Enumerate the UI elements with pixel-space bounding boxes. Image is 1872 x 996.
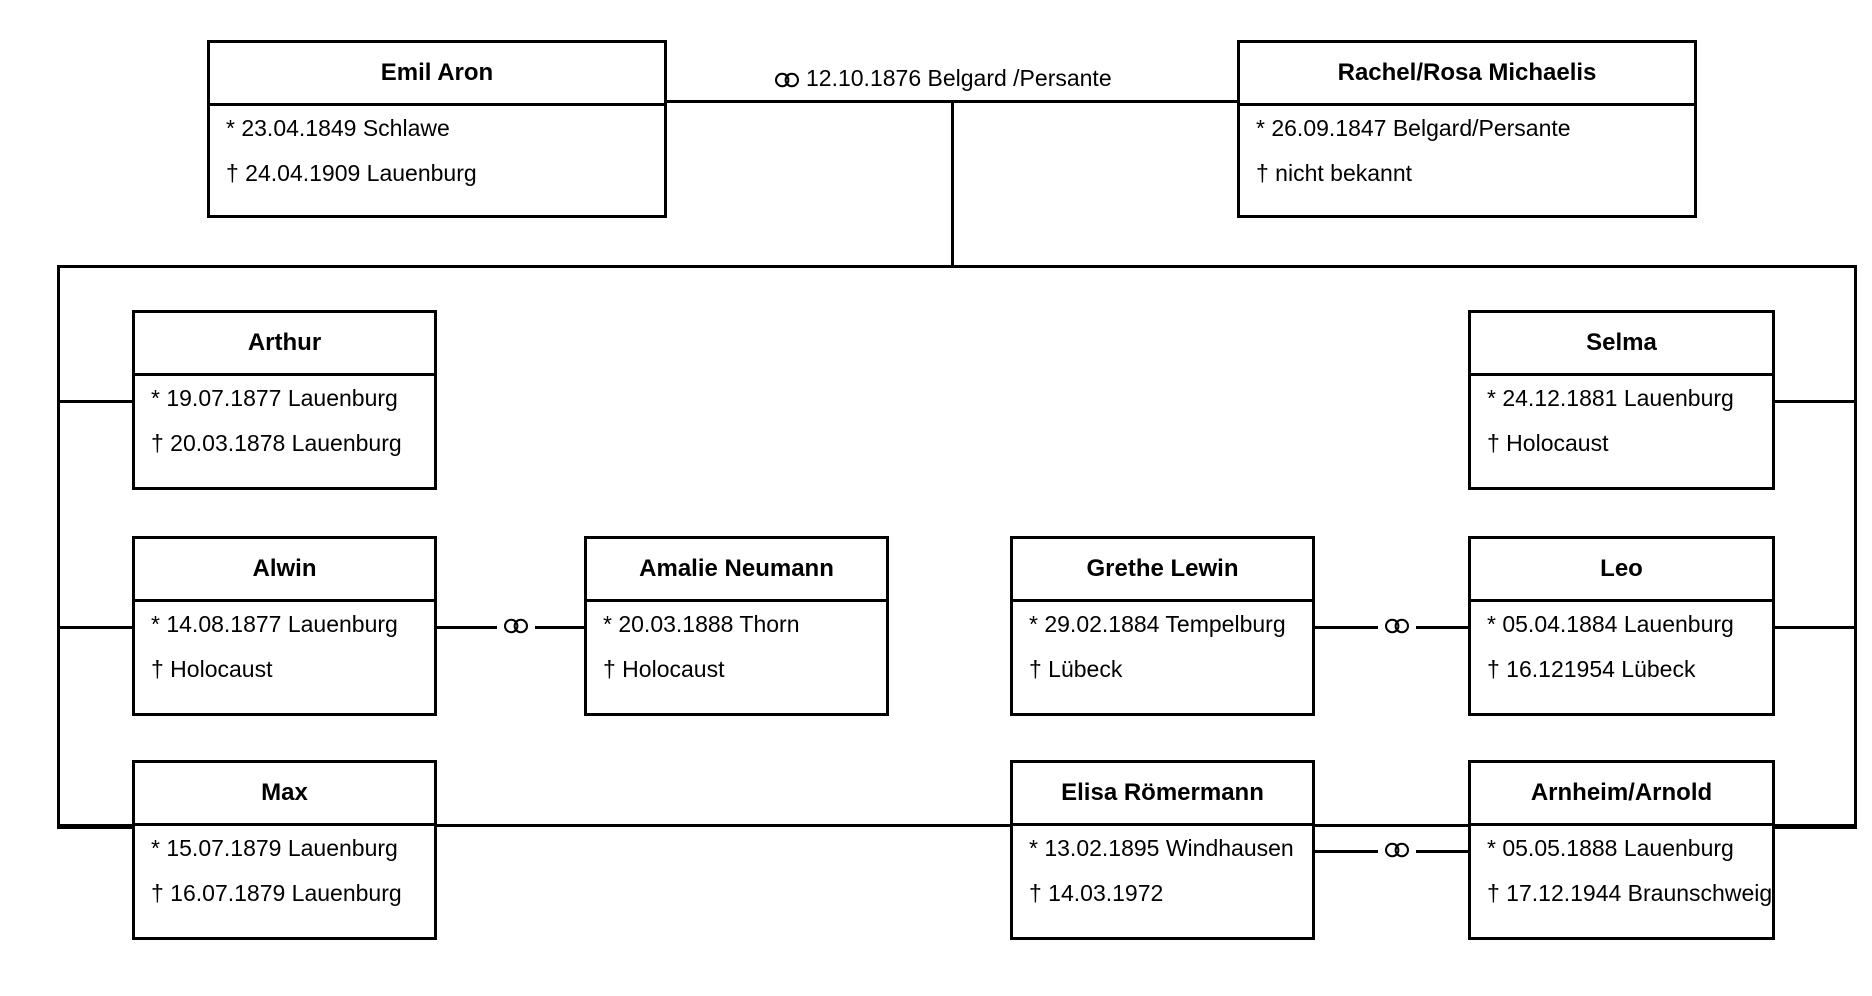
marriage-text-gen1: 12.10.1876 Belgard /Persante [806, 65, 1112, 91]
person-box-max[interactable]: Max * 15.07.1879 Lauenburg † 16.07.1879 … [132, 760, 437, 940]
person-name: Elisa Römermann [1061, 779, 1264, 806]
person-divider [135, 373, 434, 376]
sibling-stub-alwin [57, 626, 135, 629]
person-name: Selma [1586, 329, 1657, 356]
person-details: * 23.04.1849 Schlawe † 24.04.1909 Lauenb… [210, 103, 664, 215]
person-details: * 24.12.1881 Lauenburg † Holocaust [1471, 373, 1772, 487]
marriage-rings-icon [1378, 618, 1416, 634]
person-box-grethe-lewin[interactable]: Grethe Lewin * 29.02.1884 Tempelburg † L… [1010, 536, 1315, 716]
person-box-emil-aron[interactable]: Emil Aron * 23.04.1849 Schlawe † 24.04.1… [207, 40, 667, 218]
person-box-arnheim-arnold[interactable]: Arnheim/Arnold * 05.05.1888 Lauenburg † … [1468, 760, 1775, 940]
person-birth: * 14.08.1877 Lauenburg [151, 611, 398, 637]
person-death: † Holocaust [151, 656, 273, 682]
person-name: Grethe Lewin [1086, 555, 1239, 582]
person-details: * 20.03.1888 Thorn † Holocaust [587, 599, 886, 713]
person-box-alwin[interactable]: Alwin * 14.08.1877 Lauenburg † Holocaust [132, 536, 437, 716]
person-divider [135, 823, 434, 826]
person-death: † Holocaust [1487, 430, 1609, 456]
sibling-stub-arnheim-arnold [1772, 826, 1857, 829]
person-box-rachel-rosa-michaelis[interactable]: Rachel/Rosa Michaelis * 26.09.1847 Belga… [1237, 40, 1697, 218]
person-death: † 20.03.1878 Lauenburg [151, 430, 402, 456]
person-death: † Holocaust [603, 656, 725, 682]
person-birth: * 05.04.1884 Lauenburg [1487, 611, 1734, 637]
person-details: * 05.05.1888 Lauenburg † 17.12.1944 Brau… [1471, 823, 1772, 937]
person-divider [587, 599, 886, 602]
marriage-rings-icon [774, 72, 800, 88]
person-birth: * 05.05.1888 Lauenburg [1487, 835, 1734, 861]
person-death: † 14.03.1972 [1029, 880, 1164, 906]
person-divider [1471, 599, 1772, 602]
person-name: Leo [1600, 555, 1643, 582]
person-death: † 24.04.1909 Lauenburg [226, 160, 477, 186]
person-death: † 17.12.1944 Braunschweig [1487, 880, 1773, 906]
sibling-bracket [57, 265, 1857, 827]
person-details: * 05.04.1884 Lauenburg † 16.121954 Lübec… [1471, 599, 1772, 713]
person-details: * 14.08.1877 Lauenburg † Holocaust [135, 599, 434, 713]
person-birth: * 19.07.1877 Lauenburg [151, 385, 398, 411]
person-birth: * 26.09.1847 Belgard/Persante [1256, 115, 1571, 141]
person-birth: * 23.04.1849 Schlawe [226, 115, 450, 141]
person-name: Emil Aron [380, 59, 494, 86]
person-death: † Lübeck [1029, 656, 1123, 682]
marriage-rings-icon [497, 618, 535, 634]
person-details: * 29.02.1884 Tempelburg † Lübeck [1013, 599, 1312, 713]
person-box-amalie-neumann[interactable]: Amalie Neumann * 20.03.1888 Thorn † Holo… [584, 536, 889, 716]
person-box-leo[interactable]: Leo * 05.04.1884 Lauenburg † 16.121954 L… [1468, 536, 1775, 716]
person-divider [210, 103, 664, 106]
person-divider [1013, 599, 1312, 602]
marriage-label-gen1: 12.10.1876 Belgard /Persante [770, 65, 1116, 92]
person-name: Max [261, 779, 308, 806]
person-divider [1471, 373, 1772, 376]
person-birth: * 15.07.1879 Lauenburg [151, 835, 398, 861]
person-name: Amalie Neumann [639, 555, 834, 582]
person-name: Alwin [252, 555, 317, 582]
person-details: * 13.02.1895 Windhausen † 14.03.1972 [1013, 823, 1312, 937]
person-birth: * 29.02.1884 Tempelburg [1029, 611, 1286, 637]
person-name: Rachel/Rosa Michaelis [1337, 59, 1597, 86]
person-divider [1013, 823, 1312, 826]
descent-line-gen1-to-gen2 [951, 100, 954, 267]
person-details: * 15.07.1879 Lauenburg † 16.07.1879 Laue… [135, 823, 434, 937]
person-birth: * 13.02.1895 Windhausen [1029, 835, 1294, 861]
person-name: Arthur [247, 329, 322, 356]
person-divider [1471, 823, 1772, 826]
person-box-arthur[interactable]: Arthur * 19.07.1877 Lauenburg † 20.03.18… [132, 310, 437, 490]
person-details: * 19.07.1877 Lauenburg † 20.03.1878 Laue… [135, 373, 434, 487]
sibling-stub-max [57, 826, 135, 829]
person-box-elisa-roemermann[interactable]: Elisa Römermann * 13.02.1895 Windhausen … [1010, 760, 1315, 940]
sibling-stub-arthur [57, 400, 135, 403]
person-death: † 16.07.1879 Lauenburg [151, 880, 402, 906]
person-divider [135, 599, 434, 602]
person-box-selma[interactable]: Selma * 24.12.1881 Lauenburg † Holocaust [1468, 310, 1775, 490]
person-birth: * 24.12.1881 Lauenburg [1487, 385, 1734, 411]
sibling-stub-selma [1772, 400, 1857, 403]
person-death: † nicht bekannt [1256, 160, 1413, 186]
person-death: † 16.121954 Lübeck [1487, 656, 1696, 682]
person-name: Arnheim/Arnold [1530, 779, 1713, 806]
person-birth: * 20.03.1888 Thorn [603, 611, 800, 637]
person-details: * 26.09.1847 Belgard/Persante † nicht be… [1240, 103, 1694, 215]
marriage-rings-icon [1378, 842, 1416, 858]
sibling-stub-leo [1772, 626, 1857, 629]
person-divider [1240, 103, 1694, 106]
